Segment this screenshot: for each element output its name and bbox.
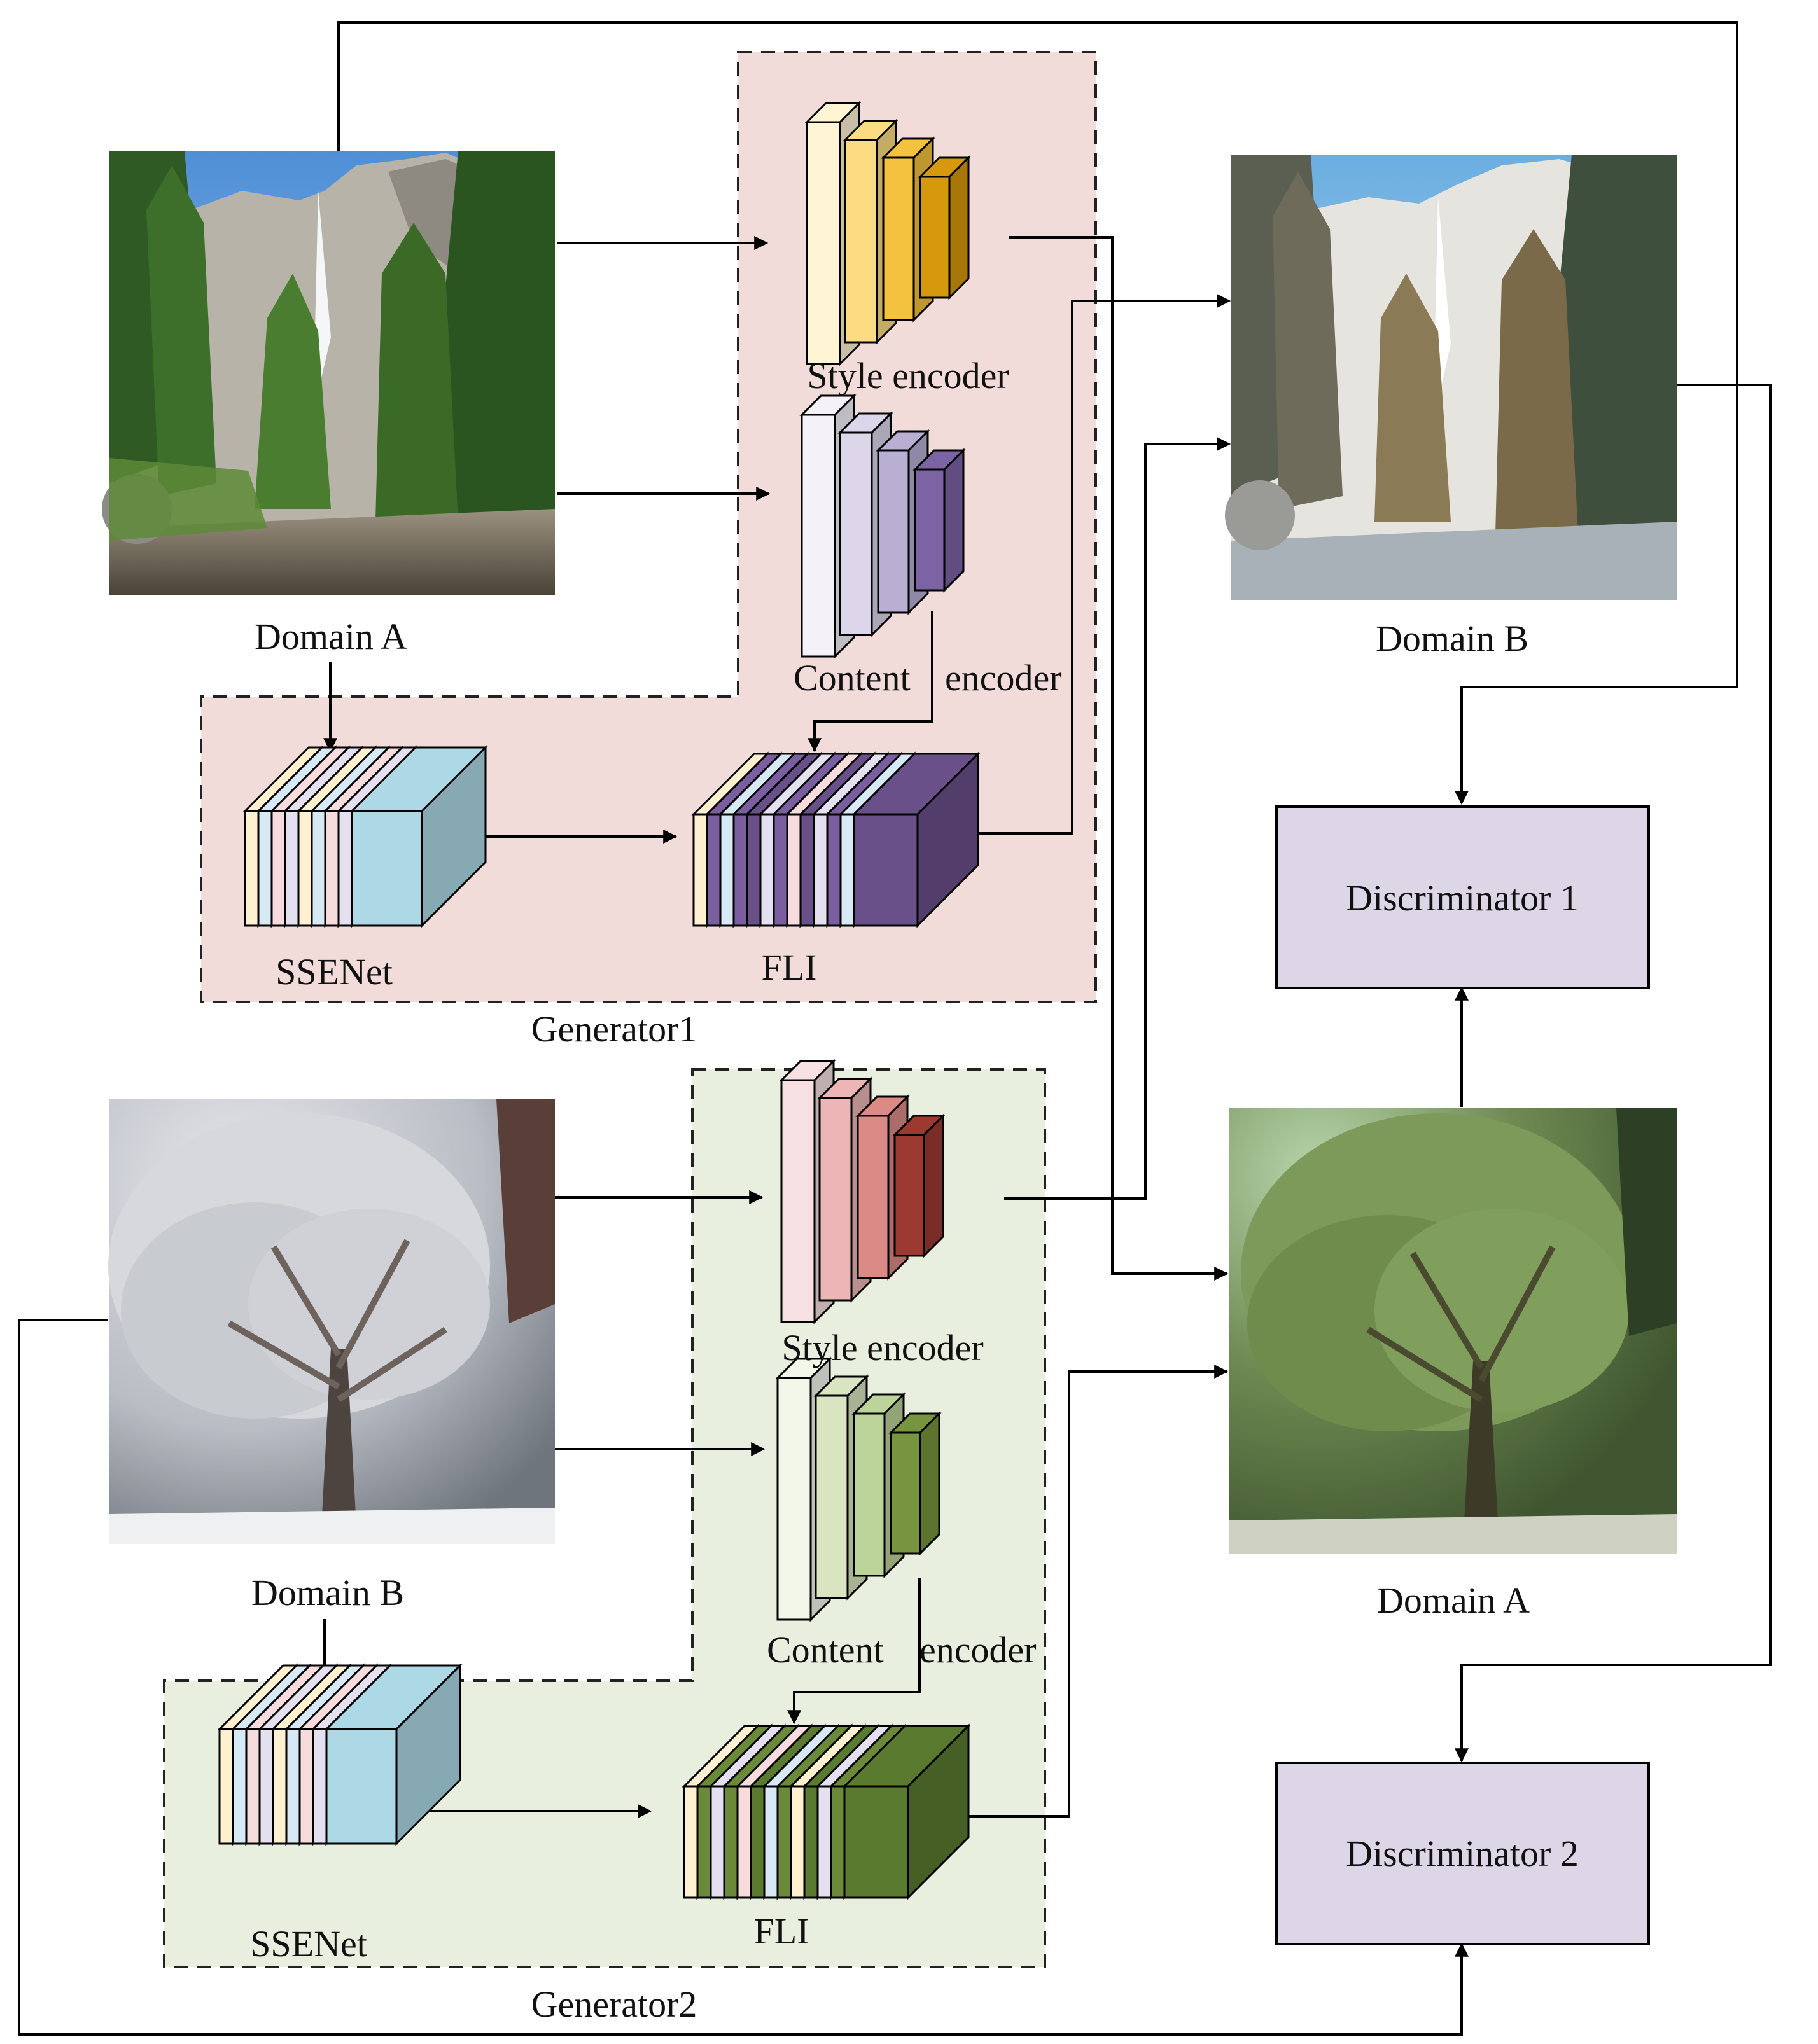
fli-2-main <box>842 1723 971 1900</box>
ssenet-2-block <box>217 1663 463 1846</box>
fli-1-label: FLI <box>762 947 817 988</box>
ssenet-1-main <box>349 745 488 928</box>
domain-b-input-label: Domain B <box>251 1572 404 1613</box>
connectors <box>18 21 1772 2036</box>
domain-b-output-image <box>1225 155 1677 600</box>
discriminator-1-label: Discriminator 1 <box>1346 877 1579 919</box>
domain-a-output-image <box>1229 1108 1677 1554</box>
content-encoder-1-label-part2: encoder <box>945 657 1062 699</box>
generator-2-label: Generator2 <box>531 1984 697 2025</box>
content-encoder-1-block <box>799 393 966 659</box>
domain-b-input-image <box>108 1099 555 1544</box>
style-encoder-1-label: Style encoder <box>807 355 1009 396</box>
style-encoder-2-block <box>779 1059 946 1324</box>
discriminator-2-box <box>1275 1762 1650 1945</box>
fli-2-label: FLI <box>754 1910 809 1952</box>
fli-2-block <box>682 1723 971 1900</box>
style-encoder-2-layer-4 <box>892 1113 946 1258</box>
discriminator-2-label: Discriminator 2 <box>1346 1833 1579 1874</box>
content-encoder-1-layer-4 <box>912 448 966 593</box>
content-encoder-2-label-part1: Content <box>767 1629 884 1671</box>
fli-1-main <box>851 751 981 928</box>
content-encoder-2-layer-4 <box>888 1411 942 1556</box>
ssenet-1-block <box>242 745 488 928</box>
ssenet-1-label: SSENet <box>276 951 393 992</box>
domain-b-output-label: Domain B <box>1376 618 1528 659</box>
style-encoder-1-layer-3 <box>881 136 935 323</box>
generator-1-label: Generator1 <box>531 1008 697 1050</box>
style-encoder-2-label: Style encoder <box>781 1327 983 1368</box>
ssenet-2-label: SSENet <box>250 1923 367 1964</box>
content-encoder-1-label-part1: Content <box>794 657 911 699</box>
style-encoder-1-layer-4 <box>918 155 971 300</box>
domain-a-input-label: Domain A <box>255 616 407 657</box>
ssenet-2-main <box>324 1663 463 1846</box>
content-encoder-2-label-part2: encoder <box>919 1629 1037 1671</box>
fli-1-block <box>691 751 981 928</box>
domain-a-output-label: Domain A <box>1377 1580 1530 1621</box>
content-encoder-2-block <box>775 1356 942 1622</box>
style-encoder-1-block <box>804 101 971 366</box>
discriminator-1-box <box>1275 805 1650 989</box>
domain-a-input-image <box>102 151 555 595</box>
